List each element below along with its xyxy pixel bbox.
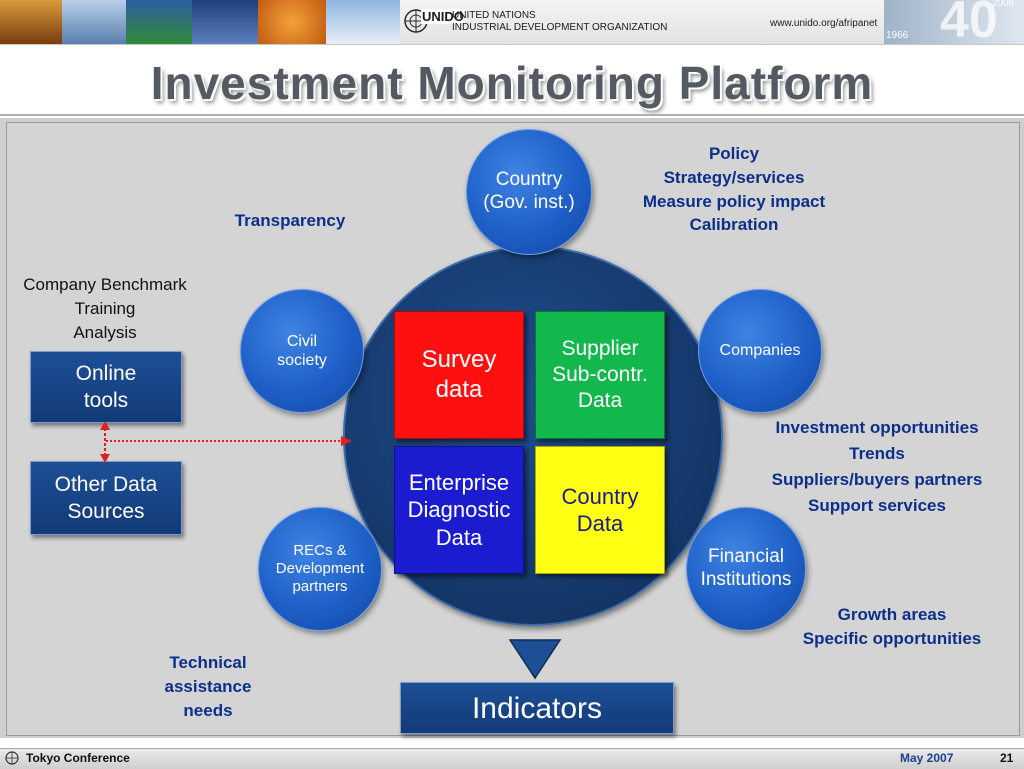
header-photo-lab <box>62 0 126 44</box>
double-arrow-icon <box>100 421 110 463</box>
footer-date: May 2007 <box>900 751 954 765</box>
anniversary-graphic: 40 1966 2006 <box>884 0 1024 49</box>
circle-country-gov: Country (Gov. inst.) <box>466 129 592 255</box>
circle-recs-partners: RECs & Development partners <box>258 507 382 631</box>
title-divider <box>0 114 1024 116</box>
footer-page-number: 21 <box>1000 751 1014 765</box>
footer-bar <box>0 748 1024 769</box>
label-technical-assistance: Technical assistance needs <box>164 653 252 720</box>
page-title: Investment Monitoring Platform <box>150 57 874 109</box>
header-photo-sunset <box>0 0 62 44</box>
label-transparency: Transparency <box>234 211 346 230</box>
indicators-box: Indicators <box>400 682 674 734</box>
anniversary-number: 40 <box>940 0 998 49</box>
header-photo-flower <box>258 0 326 44</box>
header-photo-windmill <box>326 0 400 44</box>
label-investment-opportunities: Investment opportunities Trends Supplier… <box>771 418 983 515</box>
label-growth-areas: Growth areas Specific opportunities <box>802 605 982 648</box>
quad-enterprise-data: Enterprise Diagnostic Data <box>394 446 524 574</box>
un-emblem-icon <box>5 751 19 765</box>
down-arrow-icon <box>508 639 562 680</box>
other-data-sources-box: Other Data Sources <box>30 461 182 535</box>
org-name-line2: INDUSTRIAL DEVELOPMENT ORGANIZATION <box>452 22 668 33</box>
unido-logo-text: UNIDO <box>421 9 465 24</box>
circle-companies: Companies <box>698 289 822 413</box>
header-banner: UNIDO UNITED NATIONS INDUSTRIAL DEVELOPM… <box>0 0 1024 49</box>
anniversary-year-end: 2006 <box>992 0 1015 9</box>
circle-civil-society: Civil society <box>240 289 364 413</box>
quad-supplier-data: Supplier Sub-contr. Data <box>535 311 665 439</box>
dotted-arrow-icon <box>106 436 352 446</box>
header-photo-bubbles <box>192 0 258 44</box>
label-policy: Policy Strategy/services Measure policy … <box>642 144 826 235</box>
header-photo-plant <box>126 0 192 44</box>
online-tools-box[interactable]: Online tools <box>30 351 182 423</box>
quad-survey-data: Survey data <box>394 311 524 439</box>
quad-country-data: Country Data <box>535 446 665 574</box>
website-link[interactable]: www.unido.org/afripanet <box>770 18 878 29</box>
footer-conference: Tokyo Conference <box>26 751 130 765</box>
org-name-line1: UNITED NATIONS <box>452 10 536 21</box>
anniversary-year-start: 1966 <box>886 30 909 41</box>
circle-financial-institutions: Financial Institutions <box>686 507 806 631</box>
label-company-benchmark: Company Benchmark Training Analysis <box>23 275 187 342</box>
